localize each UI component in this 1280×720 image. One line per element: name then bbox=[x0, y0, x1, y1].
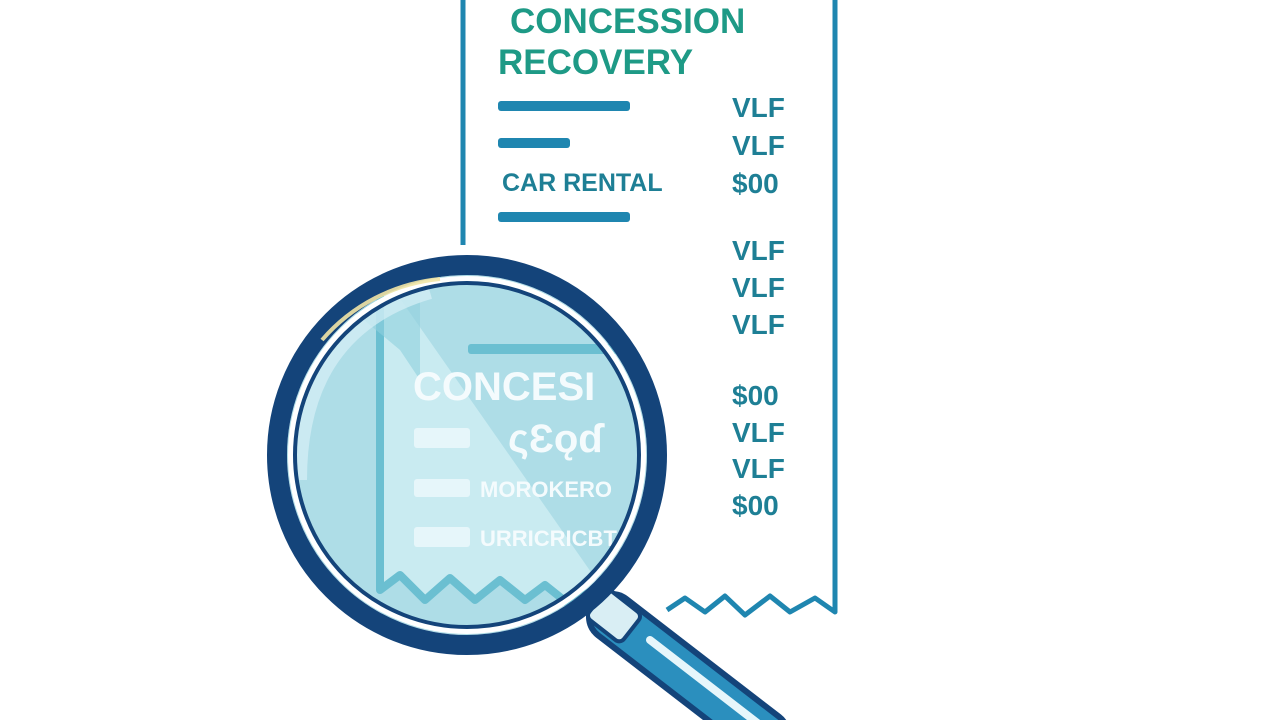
receipt-icon bbox=[460, 0, 838, 618]
receipt-code: VLF bbox=[732, 309, 785, 340]
magnifying-glass-icon: CONCESI ςƐǫɗ MOROKERO URRICRICBT bbox=[267, 255, 786, 720]
receipt-code: VLF bbox=[732, 453, 785, 484]
magnified-row1: MOROKERO bbox=[480, 477, 612, 502]
receipt-code: $00 bbox=[732, 380, 779, 411]
magnified-row2: URRICRICBT bbox=[480, 526, 617, 551]
receipt-code: VLF bbox=[732, 235, 785, 266]
receipt-code: $00 bbox=[732, 490, 779, 521]
receipt-title-line2: RECOVERY bbox=[498, 43, 693, 82]
receipt-line-bar bbox=[498, 138, 570, 148]
receipt-code: VLF bbox=[732, 272, 785, 303]
receipt-row-label: CAR RENTAL bbox=[502, 169, 663, 197]
receipt-code: VLF bbox=[732, 130, 785, 161]
magnified-title: CONCESI bbox=[413, 365, 595, 409]
receipt-code: VLF bbox=[732, 417, 785, 448]
receipt-code: $00 bbox=[732, 168, 779, 199]
receipt-code: VLF bbox=[732, 92, 785, 123]
receipt-title-line1: CONCESSION bbox=[510, 2, 745, 41]
receipt-line-bar bbox=[498, 101, 630, 111]
magnified-glyphs: ςƐǫɗ bbox=[508, 417, 605, 461]
receipt-line-bar bbox=[498, 212, 630, 222]
